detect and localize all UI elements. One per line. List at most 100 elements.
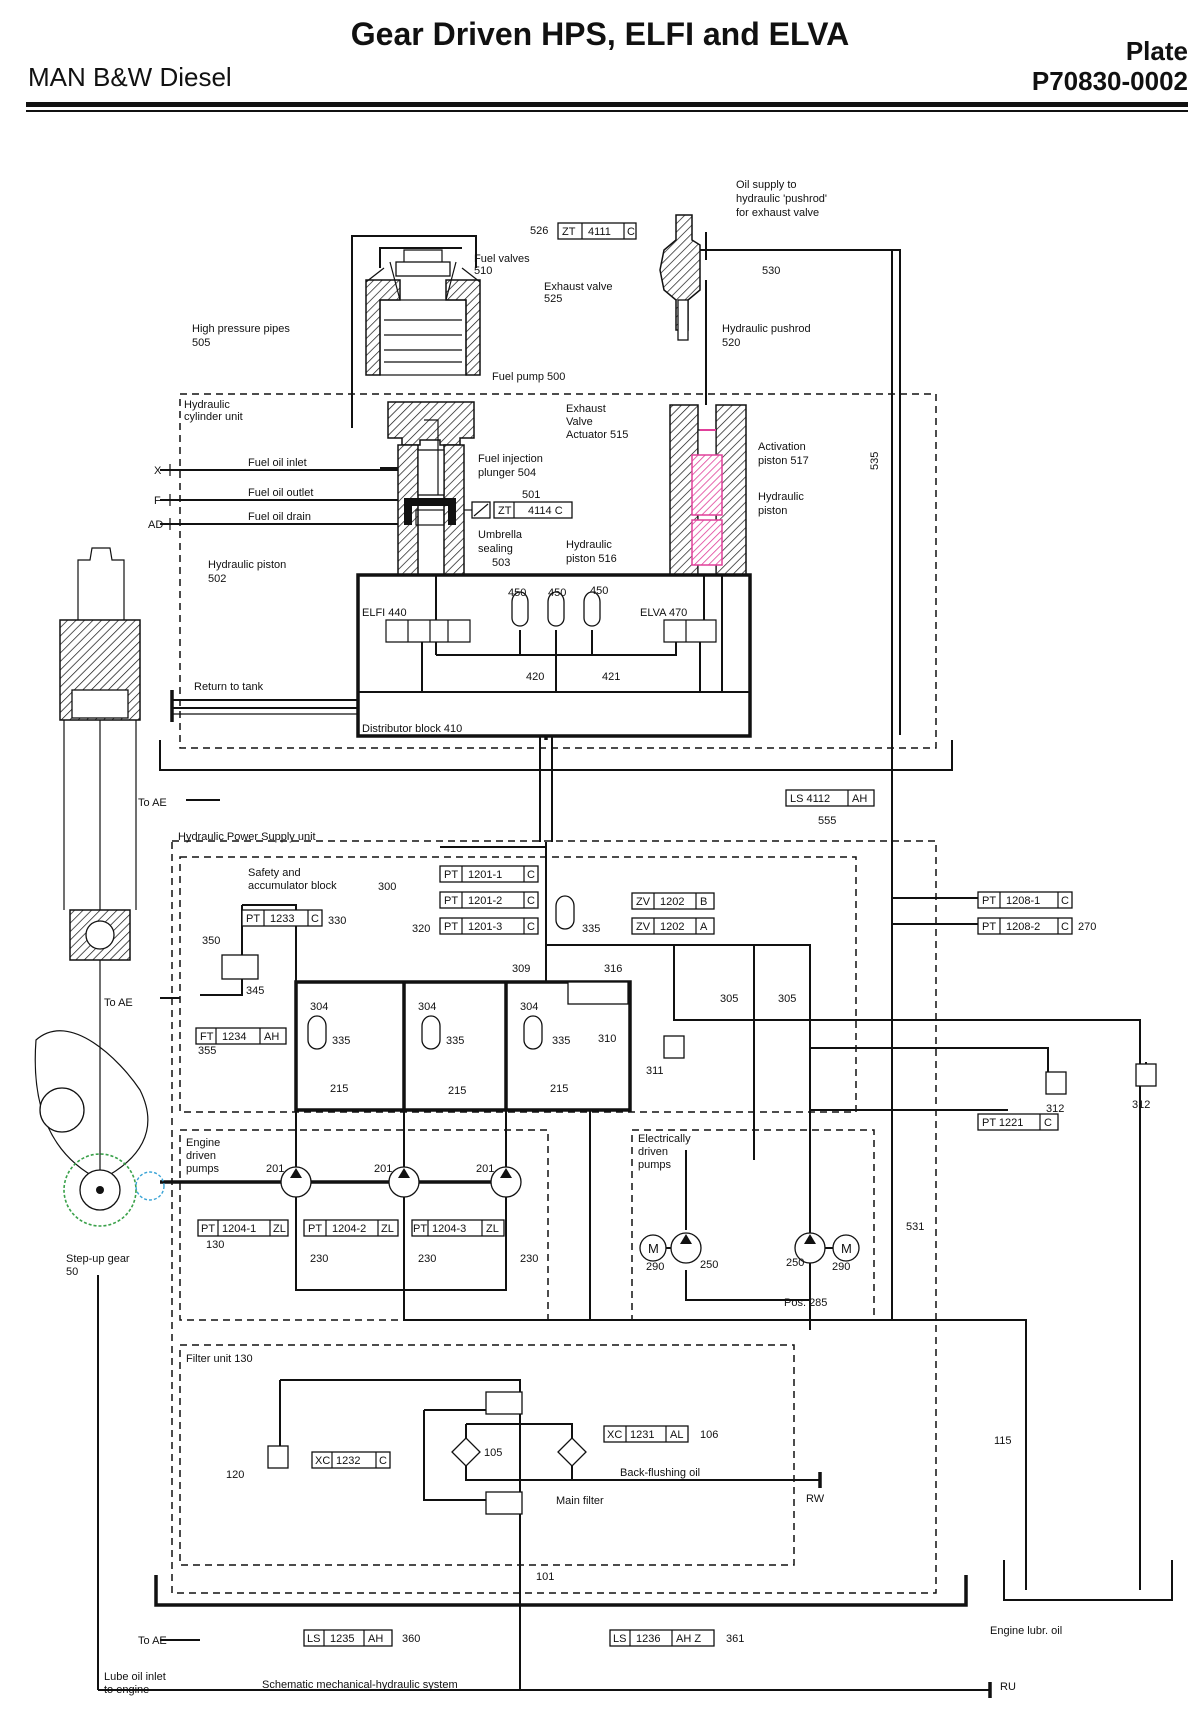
- svg-text:1204-3: 1204-3: [432, 1223, 466, 1235]
- piston502-2: 502: [208, 573, 226, 585]
- label-201a: 201: [266, 1163, 284, 1175]
- label-360: 360: [402, 1633, 420, 1645]
- label-335a: 335: [582, 923, 600, 935]
- label-215c: 215: [550, 1083, 568, 1095]
- svg-text:1202: 1202: [660, 896, 684, 908]
- svg-text:1202: 1202: [660, 921, 684, 933]
- ru-label: RU: [1000, 1681, 1016, 1693]
- svg-text:PT: PT: [444, 895, 458, 907]
- svg-text:AH: AH: [852, 793, 867, 805]
- filter-unit: [267, 1379, 822, 1590]
- bottom-piping: [97, 799, 1173, 1698]
- label-304a: 304: [310, 1001, 328, 1013]
- label-230b: 230: [418, 1253, 436, 1265]
- port-f: F: [154, 495, 161, 507]
- engine-crank-mechanism: [34, 547, 165, 1227]
- label-320: 320: [412, 923, 430, 935]
- exhaust-valve-actuator: [669, 404, 747, 576]
- label-300: 300: [378, 881, 396, 893]
- tag-pt1201-2: PT 1201-2 C: [439, 891, 539, 909]
- label-305b: 305: [778, 993, 796, 1005]
- cylinder-cover: [365, 249, 481, 376]
- tag-pt1208-2: PT 1208-2 C: [977, 917, 1073, 935]
- page-title: Gear Driven HPS, ELFI and ELVA: [350, 16, 850, 52]
- svg-text:1234: 1234: [222, 1031, 246, 1043]
- label-526: 526: [530, 225, 548, 237]
- svg-text:1208-2: 1208-2: [1006, 921, 1040, 933]
- label-106: 106: [700, 1429, 718, 1441]
- electric-pumps-1: Electrically: [638, 1133, 691, 1145]
- umbrella-2: sealing: [478, 543, 513, 555]
- svg-text:PT: PT: [246, 913, 260, 925]
- tag-ft1234: FT 1234 AH: [195, 1027, 287, 1045]
- engine-pumps-3: pumps: [186, 1163, 220, 1175]
- label-309: 309: [512, 963, 530, 975]
- safety-block-1: Safety and: [248, 867, 301, 879]
- accumulators-335: [307, 895, 575, 1050]
- label-304b: 304: [418, 1001, 436, 1013]
- label-421: 421: [602, 671, 620, 683]
- elfi-label: ELFI 440: [362, 607, 407, 619]
- pos-285: Pos. 285: [784, 1297, 827, 1309]
- label-311: 311: [646, 1065, 664, 1077]
- brand-name: MAN B&W Diesel: [28, 62, 232, 92]
- label-115: 115: [994, 1435, 1012, 1447]
- label-420: 420: [526, 671, 544, 683]
- port-ad: AD: [148, 519, 163, 531]
- svg-text:PT: PT: [982, 895, 996, 907]
- svg-text:PT: PT: [413, 1223, 427, 1235]
- svg-text:1201-1: 1201-1: [468, 869, 502, 881]
- step-up-gear-2: 50: [66, 1266, 78, 1278]
- oil-supply-label-1: Oil supply to: [736, 179, 797, 191]
- svg-text:C: C: [1044, 1117, 1052, 1129]
- distributor-label: Distributor block 410: [362, 723, 462, 735]
- tag-pt1208-1: PT 1208-1 C: [977, 891, 1073, 909]
- to-ae-2: To AE: [104, 997, 133, 1009]
- hyd-piston-r-1: Hydraulic: [758, 491, 804, 503]
- elva-label: ELVA 470: [640, 607, 687, 619]
- hps-unit-box: [171, 840, 937, 1594]
- svg-text:FT: FT: [200, 1031, 214, 1043]
- svg-text:1201-2: 1201-2: [468, 895, 502, 907]
- svg-text:PT: PT: [308, 1223, 322, 1235]
- motor-m-right: M: [841, 1241, 852, 1256]
- header-rule-thin: [26, 110, 1188, 112]
- svg-text:B: B: [700, 896, 707, 908]
- tag-ls4112: LS 4112 AH: [785, 789, 875, 807]
- label-130: 130: [206, 1239, 224, 1251]
- pushrod-number: 520: [722, 337, 740, 349]
- tag-zv1202a: ZV 1202 A: [631, 917, 715, 935]
- tag-zt4114: ZT 4114 C: [471, 501, 573, 519]
- actuator-label-3: Actuator 515: [566, 429, 628, 441]
- svg-text:4114 C: 4114 C: [528, 505, 563, 517]
- lube-inlet-2: to engine: [104, 1684, 149, 1696]
- tag-pt1204-1: PT 1204-1 ZL: [197, 1219, 289, 1237]
- label-350: 350: [202, 935, 220, 947]
- svg-text:C: C: [627, 226, 635, 238]
- high-pressure-pipe: [351, 235, 477, 428]
- label-201b: 201: [374, 1163, 392, 1175]
- label-312a: 312: [1046, 1103, 1064, 1115]
- svg-text:PT: PT: [201, 1223, 215, 1235]
- engine-pumps-box: [179, 1129, 549, 1321]
- filter-unit-box: [179, 1344, 795, 1566]
- label-355: 355: [198, 1045, 216, 1057]
- piston502-1: Hydraulic piston: [208, 559, 286, 571]
- instrument-tags: ZT 4111 C ZT 4114 C LS 4112 AH PT 1201-1…: [195, 222, 1073, 1647]
- svg-text:1208-1: 1208-1: [1006, 895, 1040, 907]
- fuel-inlet-label: Fuel oil inlet: [248, 457, 307, 469]
- hcu-label-2: cylinder unit: [184, 411, 243, 423]
- tag-ls1235: LS 1235 AH: [303, 1629, 393, 1647]
- label-230c: 230: [520, 1253, 538, 1265]
- actuator-label-1: Exhaust: [566, 403, 606, 415]
- svg-text:C: C: [527, 921, 535, 933]
- svg-text:PT: PT: [444, 869, 458, 881]
- to-ae-1: To AE: [138, 797, 167, 809]
- electric-pumps-2: driven: [638, 1146, 668, 1158]
- svg-text:1204-1: 1204-1: [222, 1223, 256, 1235]
- svg-text:1236: 1236: [636, 1633, 660, 1645]
- safety-block-box: [179, 856, 857, 1113]
- hps-piping: [200, 250, 1147, 1575]
- main-filter-label: Main filter: [556, 1495, 604, 1507]
- svg-text:ZL: ZL: [381, 1223, 394, 1235]
